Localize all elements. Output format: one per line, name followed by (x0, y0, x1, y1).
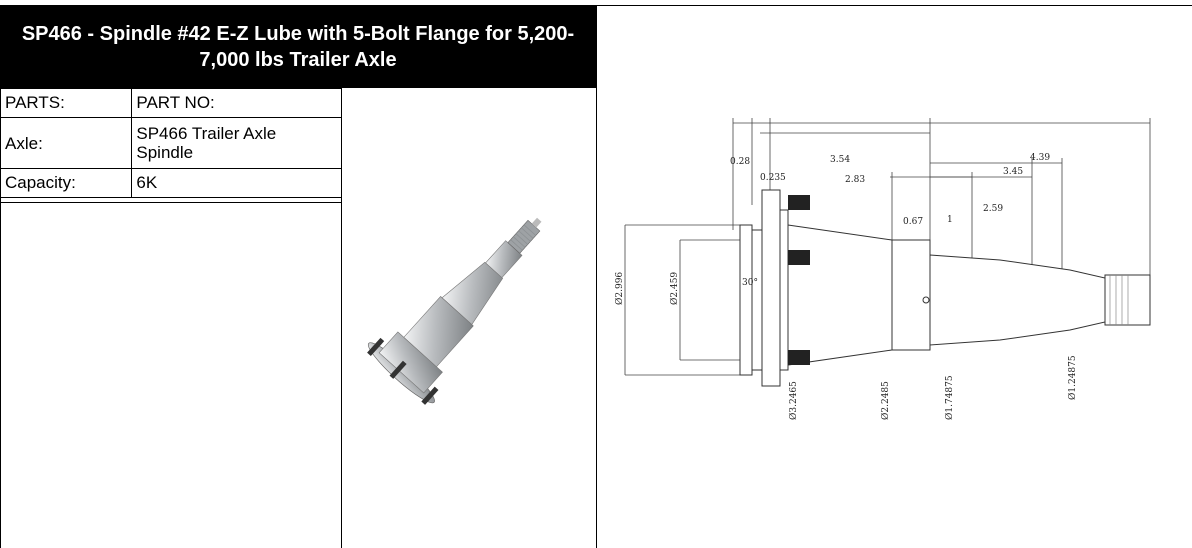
diameter-label: Ø2.2485 (880, 381, 891, 420)
product-title: SP466 - Spindle #42 E-Z Lube with 5-Bolt… (21, 22, 575, 71)
diameter-label: Ø1.74875 (944, 375, 955, 420)
dim-label: 3.45 (1003, 167, 1023, 177)
dim-label: 2.83 (845, 175, 865, 185)
table-row: Capacity: 6K (0, 168, 342, 198)
divider (596, 5, 597, 548)
dim-label: 1 (947, 215, 953, 225)
technical-drawing: 0.28 3.54 0.235 2.83 4.39 3.45 2.59 0.67… (614, 118, 1151, 420)
dim-label: 4.39 (1030, 153, 1050, 163)
divider (0, 88, 1, 548)
diameter-label: Ø2.459 (669, 272, 680, 305)
divider (341, 88, 342, 548)
axle-label: Axle: (0, 117, 133, 169)
dim-label: 3.54 (830, 155, 850, 165)
axle-value: SP466 Trailer Axle Spindle (131, 117, 342, 169)
spec-table: PARTS: PART NO: Axle: SP466 Trailer Axle… (0, 88, 342, 198)
divider (596, 5, 1192, 6)
spindle-photo (367, 217, 542, 405)
table-header-row: PARTS: PART NO: (0, 88, 342, 118)
diameter-label: Ø3.2465 (788, 381, 799, 420)
dim-label: 30° (742, 278, 758, 288)
dim-label: 0.28 (730, 157, 750, 167)
product-title-bar: SP466 - Spindle #42 E-Z Lube with 5-Bolt… (0, 5, 596, 88)
capacity-value: 6K (131, 168, 342, 198)
dim-label: 0.235 (760, 173, 786, 183)
diameter-label: Ø2.996 (614, 272, 625, 305)
header-parts: PARTS: (0, 88, 133, 118)
dim-label: 0.67 (903, 217, 923, 227)
divider (0, 202, 342, 203)
dim-label: 2.59 (983, 204, 1003, 214)
left-panel: SP466 - Spindle #42 E-Z Lube with 5-Bolt… (0, 5, 596, 548)
header-part-no: PART NO: (131, 88, 342, 118)
diameter-label: Ø1.24875 (1067, 355, 1078, 400)
capacity-label: Capacity: (0, 168, 133, 198)
table-row: Axle: SP466 Trailer Axle Spindle (0, 117, 342, 169)
